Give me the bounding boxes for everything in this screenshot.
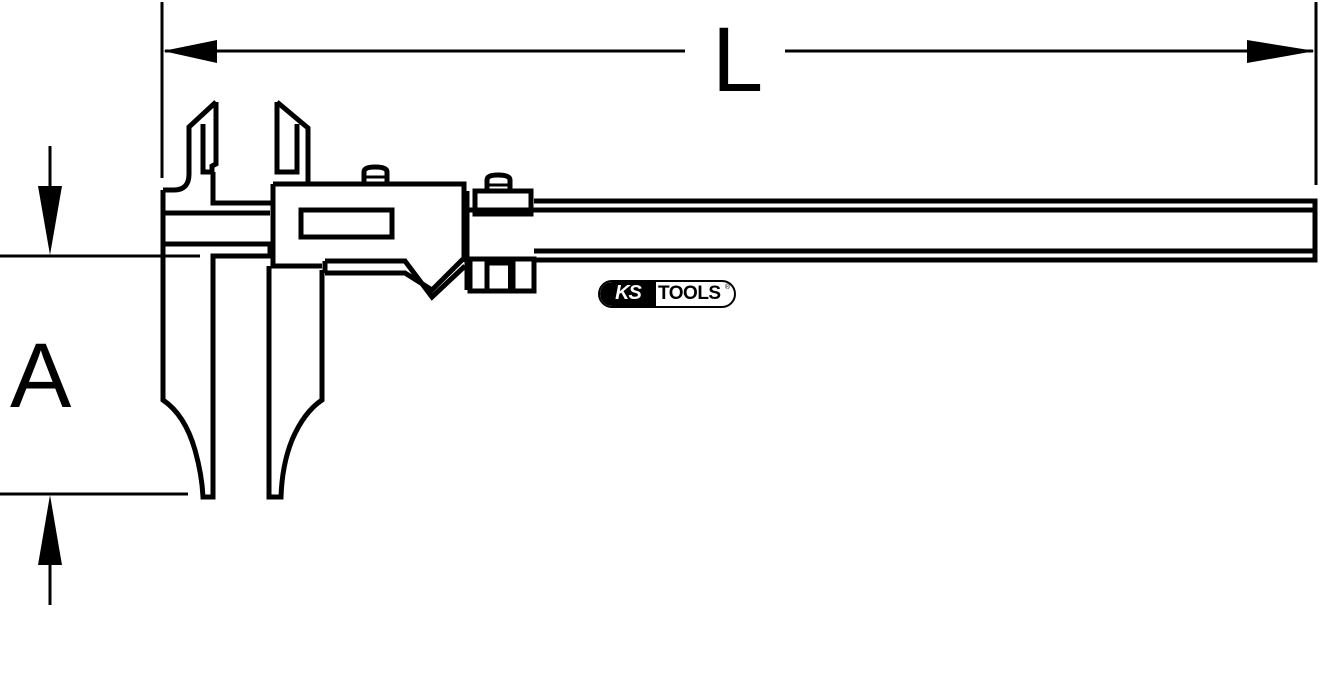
sliding-jaw: [266, 100, 467, 500]
dimension-A: [0, 146, 200, 605]
L-arrow-left-icon: [163, 40, 217, 63]
logo-pill: KS TOOLS ®: [598, 280, 736, 308]
fine-adjust-screw-icon: [484, 172, 513, 191]
dimension-label-L: L: [712, 9, 764, 111]
logo-tools-text: TOOLS: [658, 283, 721, 304]
A-arrow-down-icon: [38, 186, 62, 255]
A-arrow-up-icon: [38, 495, 62, 565]
dimension-label-A: A: [10, 325, 72, 427]
slider-lock-screw-icon: [361, 164, 390, 184]
fixed-jaw: [160, 100, 273, 500]
L-arrow-right-icon: [1247, 40, 1315, 63]
registered-mark: ®: [724, 284, 730, 291]
ks-tools-logo: KS TOOLS ®: [598, 280, 740, 310]
beam: [534, 198, 1318, 263]
fine-adjust-unit: [464, 188, 537, 294]
logo-ks-text: KS: [600, 282, 656, 306]
dimension-L: [160, 2, 1318, 185]
